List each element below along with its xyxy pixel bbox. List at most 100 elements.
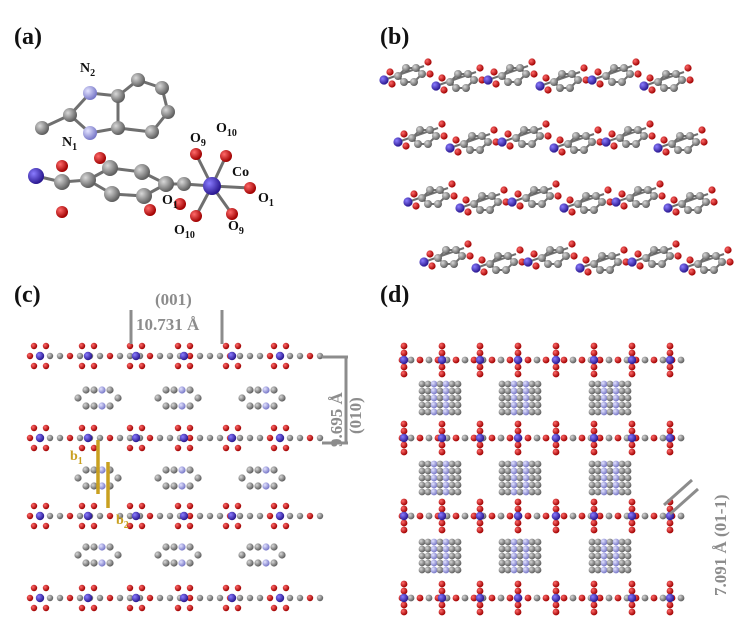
atom: [618, 545, 626, 553]
atom: [186, 594, 194, 602]
atom: [216, 434, 224, 442]
atom: [574, 76, 582, 84]
atom: [590, 349, 598, 357]
atom: [436, 538, 444, 546]
atom: [516, 474, 524, 482]
atom: [606, 566, 614, 574]
panel-a-molecule: [28, 73, 256, 222]
atom: [76, 594, 84, 602]
atom: [222, 342, 230, 350]
atom: [612, 394, 620, 402]
atom: [424, 394, 432, 402]
atom: [514, 78, 522, 86]
atom: [582, 192, 590, 200]
atom: [618, 190, 626, 198]
atom: [234, 424, 242, 432]
atom: [628, 587, 636, 595]
measure-010-distance: 9.695 Å: [327, 392, 346, 448]
atom: [66, 352, 74, 360]
atom: [186, 604, 194, 612]
atom: [504, 78, 512, 86]
atom: [608, 78, 616, 86]
atom: [278, 551, 286, 559]
panel-b-chains: [379, 58, 734, 276]
atom: [610, 142, 618, 150]
atom: [418, 194, 426, 202]
atom: [700, 266, 708, 274]
atom: [394, 72, 402, 80]
atom: [186, 522, 194, 530]
atom: [514, 370, 522, 378]
atom: [534, 394, 542, 402]
atom: [677, 594, 685, 602]
atom: [522, 474, 530, 482]
atom: [270, 482, 278, 490]
atom: [254, 402, 262, 410]
atom: [504, 252, 512, 260]
atom: [552, 420, 560, 428]
atom: [650, 356, 658, 364]
atom: [196, 594, 204, 602]
atom: [78, 604, 86, 612]
atom: [436, 467, 444, 475]
atom: [688, 268, 696, 276]
atom: [624, 387, 632, 395]
atom: [256, 594, 264, 602]
atom: [418, 545, 426, 553]
atom: [498, 387, 506, 395]
atom: [98, 543, 106, 551]
atom: [438, 342, 446, 350]
atom: [156, 352, 164, 360]
atom: [520, 126, 528, 134]
atom: [624, 474, 632, 482]
atom: [510, 401, 518, 409]
atom: [114, 551, 122, 559]
atom: [535, 81, 545, 91]
atom: [590, 260, 598, 268]
atom: [514, 601, 522, 609]
atom: [620, 202, 628, 210]
atom: [606, 460, 614, 468]
atom: [442, 460, 450, 468]
atom: [430, 401, 438, 409]
atom: [552, 580, 560, 588]
atom: [46, 512, 54, 520]
atom: [42, 522, 50, 530]
atom: [596, 594, 604, 602]
atom: [659, 356, 667, 364]
atom: [612, 460, 620, 468]
atom: [454, 148, 462, 156]
atom: [568, 70, 576, 78]
atom: [632, 58, 640, 66]
atom: [82, 482, 90, 490]
atom: [678, 200, 686, 208]
atom: [497, 137, 507, 147]
atom: [588, 566, 596, 574]
atom: [256, 512, 264, 520]
atom: [430, 566, 438, 574]
atom: [528, 552, 536, 560]
atom: [35, 511, 45, 521]
atom: [538, 254, 546, 262]
atom: [82, 543, 90, 551]
atom: [510, 566, 518, 574]
atom: [542, 434, 550, 442]
atom: [534, 559, 542, 567]
atom: [588, 538, 596, 546]
atom: [196, 352, 204, 360]
atom: [534, 481, 542, 489]
atom: [436, 545, 444, 553]
atom: [418, 387, 426, 395]
atom: [461, 434, 469, 442]
atom: [138, 424, 146, 432]
atom: [436, 186, 444, 194]
atom: [588, 138, 596, 146]
atom: [596, 80, 604, 88]
atom: [530, 186, 538, 194]
atom: [83, 351, 93, 361]
atom: [437, 511, 447, 521]
atom: [476, 342, 484, 350]
atom: [504, 481, 512, 489]
atom: [282, 584, 290, 592]
atom: [646, 120, 654, 128]
